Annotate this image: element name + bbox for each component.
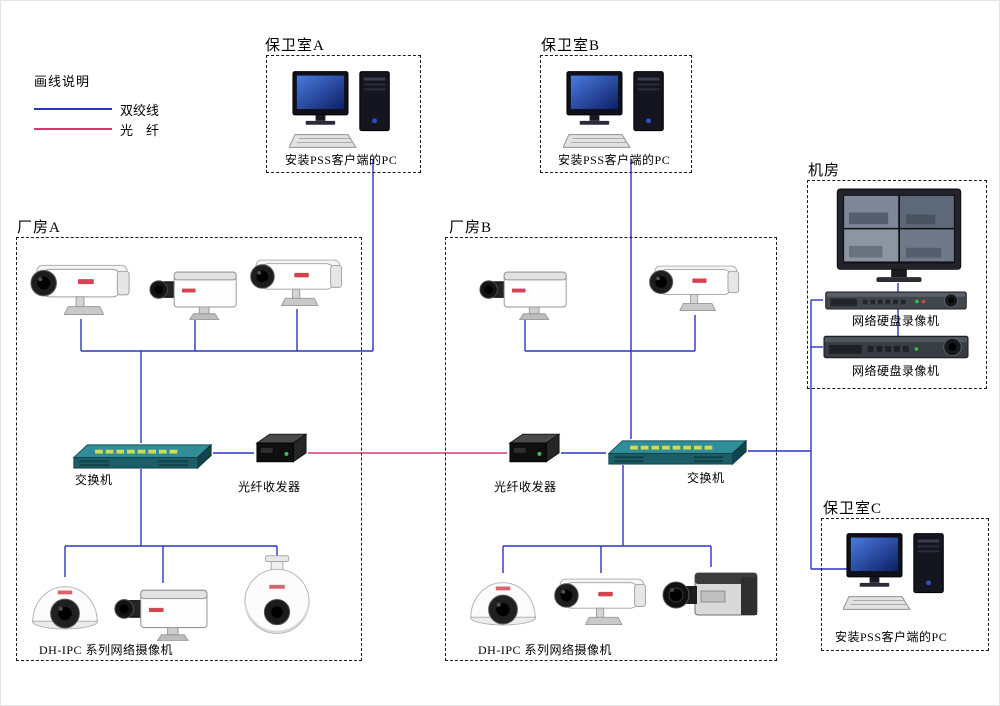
nvr-1-label: 网络硬盘录像机 — [852, 314, 940, 328]
zone-label-factory-a: 厂房A — [17, 220, 61, 236]
surveillance-monitor — [835, 187, 963, 285]
transceiver-label-factory-b: 光纤收发器 — [494, 480, 557, 494]
zone-factory-b — [445, 237, 777, 661]
pc-caption-guard-b: 安装PSS客户端的PC — [558, 153, 671, 167]
switch-factory-b — [606, 437, 748, 466]
pc-caption-guard-c: 安装PSS客户端的PC — [835, 630, 948, 644]
bullet-camera-b1 — [646, 256, 744, 317]
pc-caption-guard-a: 安装PSS客户端的PC — [285, 153, 398, 167]
fiber-transceiver-factory-b — [507, 432, 561, 464]
legend: 画线说明 双绞线 光 纤 — [34, 71, 159, 139]
cameras-caption-factory-a: DH-IPC 系列网络摄像机 — [39, 643, 174, 657]
cameras-caption-factory-b: DH-IPC 系列网络摄像机 — [478, 643, 613, 657]
zone-factory-a — [16, 237, 362, 661]
twisted-pair-label: 双绞线 — [120, 102, 160, 118]
box-camera-b1 — [479, 263, 571, 320]
zone-label-guard-room-a: 保卫室A — [265, 38, 325, 54]
fiber-label: 光 纤 — [120, 122, 160, 138]
legend-item-fiber: 光 纤 — [34, 119, 159, 139]
transceiver-label-factory-a: 光纤收发器 — [238, 480, 301, 494]
box-camera-b2 — [661, 565, 761, 625]
pc-workstation-guard-b — [563, 69, 681, 151]
nvr-2-label: 网络硬盘录像机 — [852, 364, 940, 378]
pc-workstation-guard-a — [289, 69, 407, 151]
switch-label-factory-a: 交换机 — [75, 473, 113, 487]
bullet-camera-b2 — [551, 571, 651, 629]
bullet-camera-a2 — [247, 251, 347, 311]
zone-guard-room-c — [821, 518, 989, 651]
box-camera-a1 — [149, 263, 241, 320]
zone-label-machine-room: 机房 — [808, 163, 841, 179]
zone-guard-room-a — [266, 55, 421, 173]
legend-title: 画线说明 — [34, 74, 91, 89]
switch-label-factory-b: 交换机 — [687, 471, 725, 485]
zone-machine-room — [807, 180, 987, 389]
zone-guard-room-b — [540, 55, 692, 173]
bullet-camera-a1 — [27, 257, 135, 319]
fiber-transceiver-factory-a — [254, 432, 308, 464]
fiber-line-sample — [34, 128, 112, 130]
nvr-2 — [823, 335, 969, 359]
pc-workstation-guard-c — [843, 531, 961, 613]
ptz-dome-camera-a — [243, 555, 311, 639]
nvr-1 — [823, 291, 969, 310]
dome-camera-a — [29, 575, 101, 631]
zone-label-factory-b: 厂房B — [449, 220, 493, 236]
box-camera-a2 — [113, 581, 213, 641]
dome-camera-b — [467, 571, 539, 627]
twisted-pair-line-sample — [34, 108, 112, 110]
zone-label-guard-room-c: 保卫室C — [823, 501, 883, 517]
switch-factory-a — [71, 441, 213, 470]
zone-label-guard-room-b: 保卫室B — [541, 38, 601, 54]
legend-item-twisted-pair: 双绞线 — [34, 99, 159, 119]
